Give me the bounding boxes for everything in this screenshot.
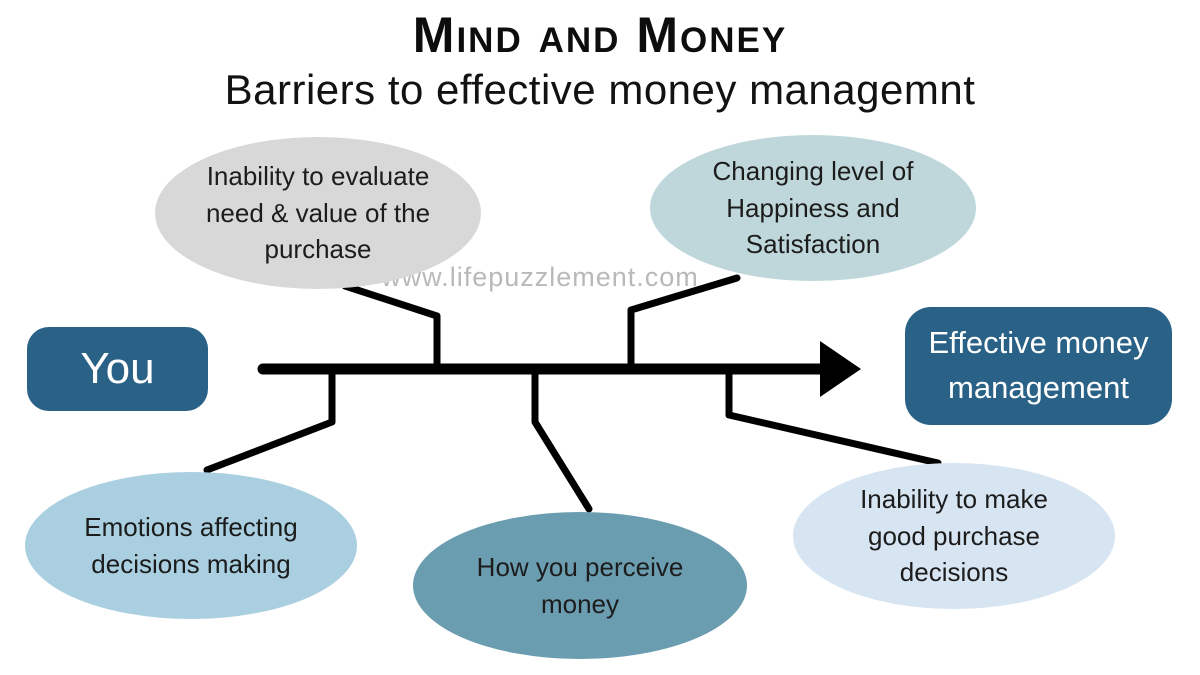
cause-ellipse-evaluate: Inability to evaluate need & value of th…: [155, 137, 481, 289]
branch-line-perceive: [531, 368, 593, 513]
branch-line-purchase: [725, 368, 942, 467]
cause-label-happiness: Changing level of Happiness and Satisfac…: [712, 155, 914, 260]
cause-ellipse-purchase: Inability to make good purchase decision…: [793, 463, 1115, 609]
node-you-label: You: [80, 344, 155, 393]
watermark-text: www.lifepuzzlement.com: [381, 262, 699, 292]
cause-ellipse-perceive: How you perceive money: [413, 512, 747, 659]
branch-line-emotions: [203, 368, 336, 474]
node-effective-money-management: Effective money management: [905, 307, 1172, 425]
cause-label-evaluate: Inability to evaluate need & value of th…: [205, 160, 431, 265]
cause-label-emotions: Emotions affecting decisions making: [84, 511, 298, 579]
diagram-subtitle: Barriers to effective money managemnt: [224, 66, 976, 113]
node-you: You: [27, 327, 208, 411]
cause-ellipse-happiness: Changing level of Happiness and Satisfac…: [650, 135, 976, 281]
cause-label-perceive: How you perceive money: [476, 551, 684, 619]
main-arrow-head: [820, 341, 861, 397]
cause-label-purchase: Inability to make good purchase decision…: [860, 483, 1048, 588]
node-goal-label: Effective money management: [928, 325, 1149, 405]
branch-line-evaluate: [341, 282, 441, 370]
cause-ellipse-emotions: Emotions affecting decisions making: [25, 472, 357, 619]
diagram-title: Mind and Money: [412, 7, 788, 63]
branch-line-happiness: [627, 274, 741, 370]
